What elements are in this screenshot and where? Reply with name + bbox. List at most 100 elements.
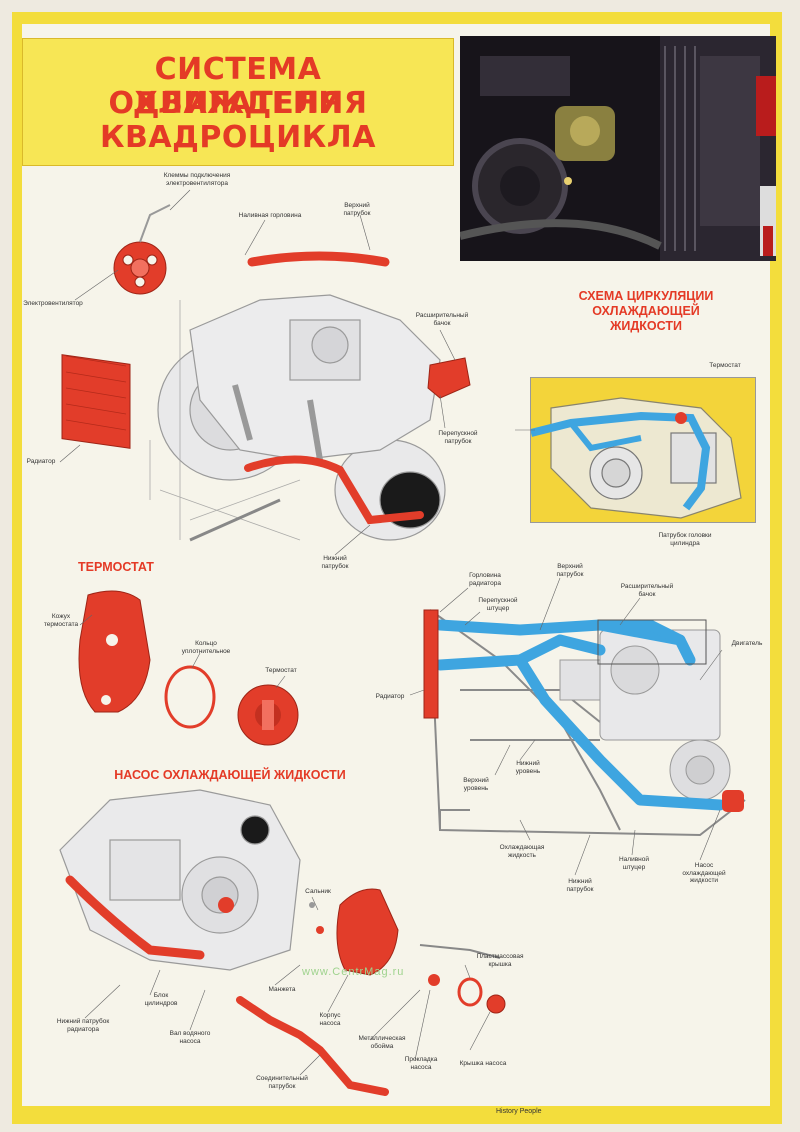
circulation-title-line-1: СХЕМА ЦИРКУЛЯЦИИ bbox=[578, 289, 714, 303]
label-metal-cover-line-1: Металлическая bbox=[358, 1035, 406, 1042]
label-radiator: Радиатор bbox=[26, 458, 56, 465]
label-filler-fitting-line-1: Наливной bbox=[618, 856, 650, 863]
label-plastic-cover: Пластмассовая крышка bbox=[470, 953, 530, 968]
label-pump-gasket-line-1: Прокладка bbox=[404, 1056, 438, 1063]
label-overflow-hose-line-1: Перепускной bbox=[438, 430, 478, 437]
label-coolant-pump-line-3: жидкости bbox=[689, 877, 719, 884]
circulation-title-line-2: ОХЛАЖДАЮЩЕЙ bbox=[592, 304, 700, 318]
title-line-1: СИСТЕМА ОХЛАЖДЕНИЯ bbox=[108, 52, 368, 121]
label-coolant-pump-line-1: Насос bbox=[694, 862, 714, 869]
label-overflow-hose-line-2: патрубок bbox=[444, 437, 472, 445]
label-metal-cover-line-2: обойма bbox=[370, 1042, 394, 1050]
label-pump-shaft: Вал водяного насоса bbox=[160, 1030, 220, 1045]
label-fan-terminals-line-1: Клеммы подключения bbox=[163, 172, 231, 179]
thermostat-title: ТЕРМОСТАТ bbox=[78, 560, 154, 574]
label-bypass-fitting-line-1: Перепускной bbox=[478, 597, 518, 604]
label-lower-level-line-1: Нижний bbox=[516, 760, 540, 767]
label-plastic-cover-line-2: крышка bbox=[488, 960, 512, 968]
label-cylinder-block-line-2: цилиндров bbox=[144, 999, 178, 1007]
label-overflow-hose: Перепускной патрубок bbox=[428, 430, 488, 445]
title-box: СИСТЕМА ОХЛАЖДЕНИЯ ДВИГАТЕЛЯ КВАДРОЦИКЛА bbox=[22, 38, 454, 166]
label-thermostat-cover-line-2: термостата bbox=[43, 620, 79, 628]
label-coolant-line-2: жидкость bbox=[508, 851, 536, 859]
label-thermostat-small: Термостат bbox=[709, 362, 741, 369]
label-expansion-tank-line-2: бачок bbox=[433, 319, 451, 327]
label-thermostat-cover: Кожух термостата bbox=[36, 613, 86, 628]
title-line-3: КВАДРОЦИКЛА bbox=[100, 120, 376, 155]
label-expansion-tank: Расширительный бачок bbox=[412, 312, 472, 327]
label-plastic-cover-line-1: Пластмассовая bbox=[476, 953, 524, 960]
label-connecting-hose: Соединительный патрубок bbox=[244, 1075, 320, 1090]
label-connecting-hose-line-2: патрубок bbox=[268, 1082, 296, 1090]
label-seal-ring-line-1: Кольцо bbox=[195, 640, 217, 647]
label-lower-hose-line-2: патрубок bbox=[321, 562, 349, 570]
label-lower-hose-2-line-1: Нижний bbox=[568, 878, 592, 885]
label-metal-cover: Металлическая обойма bbox=[352, 1035, 412, 1050]
pump-title: НАСОС ОХЛАЖДАЮЩЕЙ ЖИДКОСТИ bbox=[114, 768, 346, 782]
label-seal-ring: Кольцо уплотнительное bbox=[166, 640, 246, 655]
label-lower-radiator-hose: Нижний патрубок радиатора bbox=[48, 1018, 118, 1033]
label-pump-shaft-line-2: насоса bbox=[179, 1037, 201, 1045]
label-lower-radiator-hose-line-1: Нижний патрубок bbox=[56, 1018, 110, 1025]
label-radiator-neck: Горловина радиатора bbox=[455, 572, 515, 587]
circulation-title-line-3: ЖИДКОСТИ bbox=[610, 319, 682, 333]
label-coolant-pump-line-2: охлаждающей bbox=[682, 869, 726, 877]
label-filler-fitting-line-2: штуцер bbox=[622, 863, 646, 871]
label-connecting-hose-line-1: Соединительный bbox=[256, 1075, 308, 1082]
label-pump-cover: Крышка насоса bbox=[459, 1060, 507, 1067]
label-upper-level-line-1: Верхний bbox=[463, 777, 489, 784]
label-engine: Двигатель bbox=[731, 640, 763, 647]
label-coolant-pump: Насос охлаждающей жидкости bbox=[676, 862, 732, 885]
label-upper-level: Верхний уровень bbox=[456, 777, 496, 792]
circulation-schema bbox=[530, 377, 756, 523]
label-lower-hose-line-1: Нижний bbox=[323, 555, 347, 562]
label-radiator-2: Радиатор bbox=[375, 693, 405, 700]
label-filler-fitting: Наливной штуцер bbox=[612, 856, 656, 871]
label-head-hose: Патрубок головки цилиндра bbox=[650, 532, 720, 547]
label-lower-hose: Нижний патрубок bbox=[310, 555, 360, 570]
label-lower-hose-2: Нижний патрубок bbox=[557, 878, 603, 893]
label-upper-hose-2: Верхний патрубок bbox=[545, 563, 595, 578]
label-pump-shaft-line-1: Вал водяного bbox=[169, 1030, 211, 1037]
engine-photo bbox=[460, 36, 776, 261]
label-pump-housing-line-2: насоса bbox=[319, 1019, 341, 1027]
label-cylinder-block: Блок цилиндров bbox=[136, 992, 186, 1007]
label-cylinder-block-line-1: Блок bbox=[153, 992, 169, 999]
label-seals: Сальник bbox=[305, 888, 331, 895]
label-coolant: Охлаждающая жидкость bbox=[494, 844, 550, 859]
label-radiator-neck-line-1: Горловина bbox=[469, 572, 501, 579]
label-pump-gasket-line-2: насоса bbox=[410, 1063, 432, 1071]
label-lower-radiator-hose-line-2: радиатора bbox=[67, 1025, 99, 1033]
label-lower-level: Нижний уровень bbox=[508, 760, 548, 775]
label-bypass-fitting: Перепускной штуцер bbox=[468, 597, 528, 612]
label-radiator-neck-line-2: радиатора bbox=[469, 579, 501, 587]
label-upper-hose: Верхний патрубок bbox=[332, 202, 382, 217]
label-thermostat-cover-line-1: Кожух bbox=[51, 613, 71, 620]
label-lower-hose-2-line-2: патрубок bbox=[566, 885, 594, 893]
watermark: www.CentrMag.ru bbox=[302, 966, 405, 978]
label-head-hose-line-2: цилиндра bbox=[670, 539, 700, 547]
publisher-logo: History People bbox=[496, 1108, 542, 1115]
label-fan: Электровентилятор bbox=[23, 300, 83, 307]
label-cuff: Манжета bbox=[268, 986, 296, 993]
label-head-hose-line-1: Патрубок головки bbox=[658, 532, 712, 539]
label-coolant-line-1: Охлаждающая bbox=[499, 844, 545, 851]
label-fan-terminals: Клеммы подключения электровентилятора bbox=[152, 172, 242, 187]
label-bypass-fitting-line-2: штуцер bbox=[486, 604, 510, 612]
label-upper-hose-2-line-1: Верхний bbox=[557, 563, 583, 570]
label-upper-level-line-2: уровень bbox=[463, 784, 489, 792]
label-pump-gasket: Прокладка насоса bbox=[398, 1056, 444, 1071]
label-upper-hose-line-1: Верхний bbox=[344, 202, 370, 209]
circulation-title: СХЕМА ЦИРКУЛЯЦИИ ОХЛАЖДАЮЩЕЙ ЖИДКОСТИ bbox=[556, 289, 736, 334]
label-expansion-tank-2-line-2: бачок bbox=[638, 590, 656, 598]
label-fan-terminals-line-2: электровентилятора bbox=[166, 179, 228, 187]
label-upper-hose-line-2: патрубок bbox=[343, 209, 371, 217]
label-thermostat: Термостат bbox=[265, 667, 297, 674]
label-expansion-tank-line-1: Расширительный bbox=[415, 312, 469, 319]
label-upper-hose-2-line-2: патрубок bbox=[556, 570, 584, 578]
label-filler-neck: Наливная горловина bbox=[238, 212, 302, 219]
label-pump-housing-line-1: Корпус bbox=[319, 1012, 341, 1019]
label-lower-level-line-2: уровень bbox=[515, 767, 541, 775]
title-line-2: ДВИГАТЕЛЯ bbox=[132, 86, 344, 121]
